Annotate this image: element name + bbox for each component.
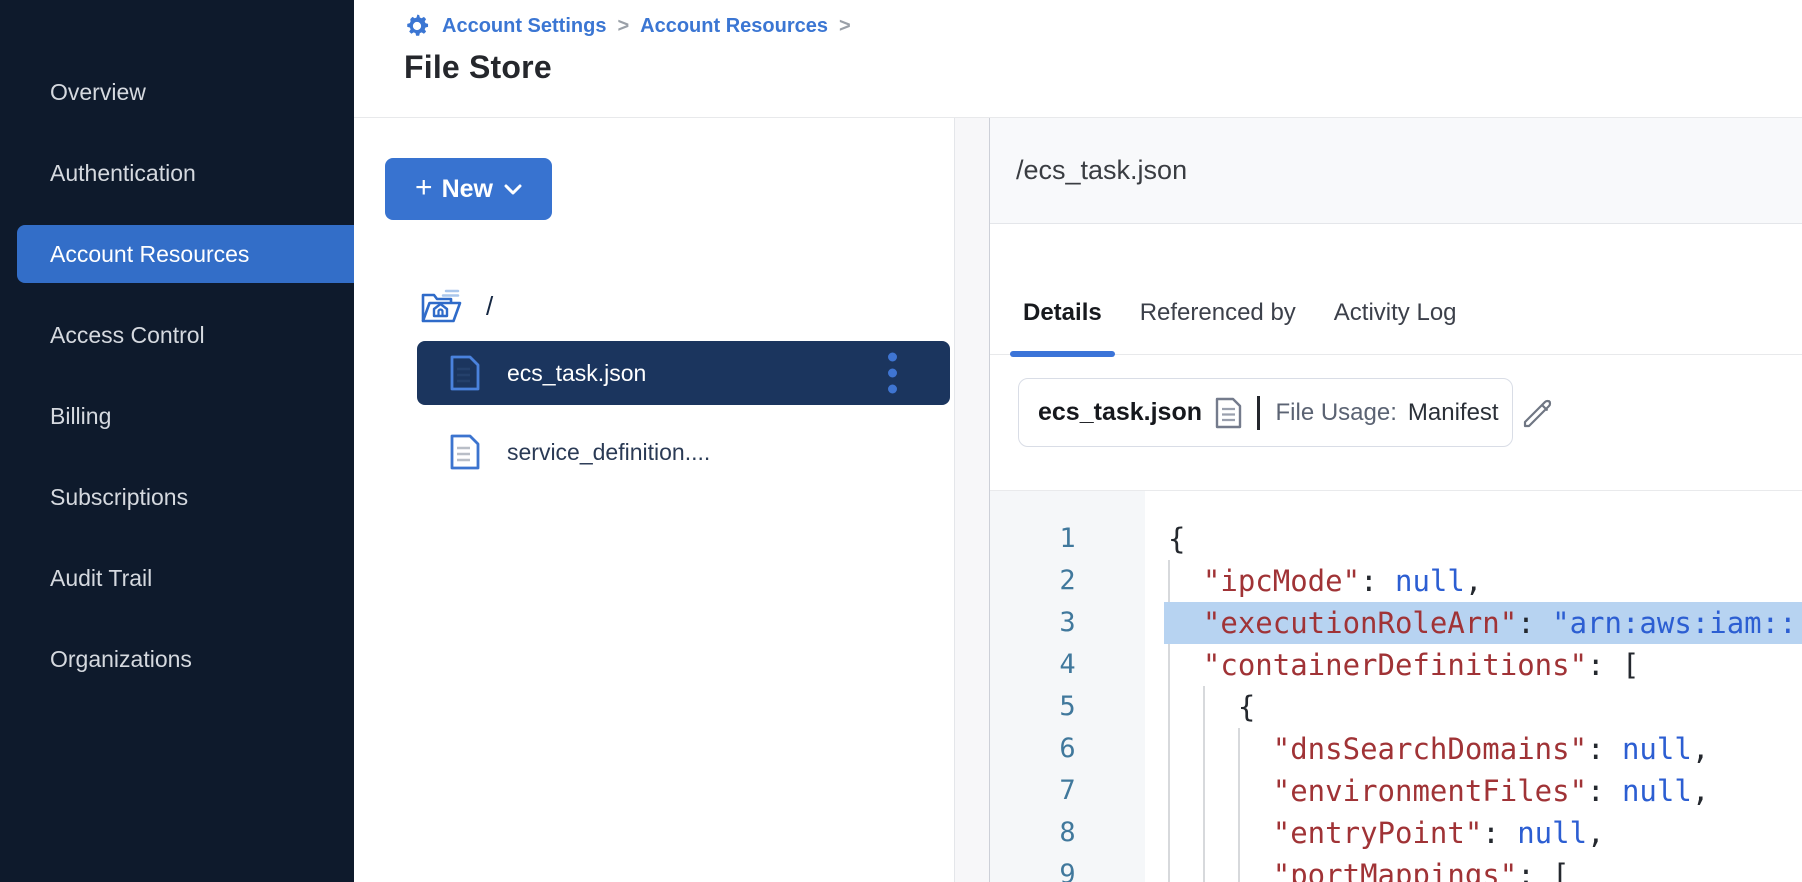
kebab-menu-icon[interactable]: [888, 346, 898, 401]
new-button[interactable]: + New: [385, 158, 552, 220]
page-header: Account Settings > Account Resources > F…: [354, 0, 1802, 118]
sidebar-item-overview[interactable]: Overview: [50, 79, 146, 105]
line-number: 6: [1059, 733, 1076, 764]
file-row-ecs-task[interactable]: ecs_task.json: [417, 341, 950, 405]
line-number: 8: [1059, 817, 1076, 848]
code-line-8: "entryPoint": null,: [1272, 816, 1605, 850]
code-line-6: "dnsSearchDomains": null,: [1272, 732, 1710, 766]
file-name: service_definition....: [507, 438, 711, 465]
sidebar-item-account-resources[interactable]: Account Resources: [17, 225, 354, 283]
panel-divider: [955, 118, 990, 882]
gear-icon: [407, 14, 429, 36]
line-number: 1: [1059, 523, 1076, 554]
file-list: ecs_task.json service_definition....: [354, 341, 954, 484]
sidebar-item-access-control[interactable]: Access Control: [50, 322, 205, 348]
plus-icon: +: [415, 170, 433, 204]
code-line-9: "portMappings": [: [1272, 858, 1570, 882]
breadcrumb-account-settings[interactable]: Account Settings: [442, 14, 607, 37]
vertical-divider: [1257, 395, 1260, 430]
code-line-5: {: [1168, 690, 1256, 724]
tab-activity-log[interactable]: Activity Log: [1333, 299, 1457, 326]
detail-tabs: Details Referenced by Activity Log: [990, 224, 1802, 357]
file-info-card: ecs_task.json File Usage: Manifest: [1018, 378, 1551, 447]
file-row-service-definition[interactable]: service_definition....: [417, 420, 950, 484]
document-icon: [1215, 397, 1242, 428]
chevron-down-icon: [504, 184, 522, 194]
line-number: 4: [1059, 649, 1076, 680]
line-number: 2: [1059, 565, 1076, 596]
code-line-1: {: [1168, 522, 1186, 556]
indent-guide: [1202, 686, 1205, 882]
root-folder-row[interactable]: /: [420, 286, 954, 326]
file-usage-label: File Usage:: [1275, 398, 1397, 426]
sidebar-item-subscriptions[interactable]: Subscriptions: [50, 484, 189, 510]
breadcrumb-account-resources[interactable]: Account Resources: [640, 14, 828, 37]
edit-pencil-icon[interactable]: [1521, 396, 1555, 430]
breadcrumb-separator: >: [838, 14, 851, 37]
line-number: 5: [1059, 691, 1076, 722]
file-detail-panel: /ecs_task.json Details Referenced by Activ…: [990, 118, 1802, 882]
code-line-7: "environmentFiles": null,: [1272, 774, 1710, 808]
sidebar-item-authentication[interactable]: Authentication: [50, 160, 196, 186]
file-path-header: /ecs_task.json: [990, 118, 1802, 224]
home-folder-icon: [421, 289, 462, 323]
file-usage-value: Manifest: [1407, 398, 1499, 426]
sidebar-item-billing[interactable]: Billing: [50, 403, 112, 429]
new-button-label: New: [441, 174, 493, 203]
root-folder-label: /: [486, 290, 494, 321]
line-number: 9: [1059, 859, 1076, 882]
sidebar-item-audit-trail[interactable]: Audit Trail: [50, 565, 153, 591]
sidebar-item-organizations[interactable]: Organizations: [50, 646, 192, 672]
indent-guide: [1237, 728, 1240, 882]
page-title: File Store: [404, 49, 552, 85]
content-row: + New /: [354, 118, 1802, 882]
tab-referenced-by[interactable]: Referenced by: [1139, 299, 1296, 326]
file-panel: + New /: [354, 118, 955, 882]
line-number: 3: [1059, 607, 1076, 638]
tab-details[interactable]: Details: [1010, 299, 1115, 357]
line-number: 7: [1059, 775, 1076, 806]
code-line-4: "containerDefinitions": [: [1202, 648, 1640, 682]
breadcrumb: Account Settings > Account Resources >: [404, 10, 1802, 42]
code-line-3: "executionRoleArn": "arn:aws:iam::: [1145, 602, 1802, 644]
file-card-filename: ecs_task.json: [1038, 398, 1202, 426]
indent-guide: [1168, 560, 1170, 882]
active-tab-underline: [1010, 351, 1115, 357]
code-line-2: "ipcMode": null,: [1202, 564, 1483, 598]
file-name: ecs_task.json: [507, 359, 647, 386]
file-icon: [450, 355, 480, 391]
code-line-number-gutter: 1 2 3 4 5 6 7 8 9: [990, 491, 1145, 882]
breadcrumb-separator: >: [617, 14, 630, 37]
file-icon: [450, 434, 480, 470]
code-viewer[interactable]: 1 2 3 4 5 6 7 8 9 { "ipcMode": null, "executionR…: [990, 490, 1802, 882]
main-area: Account Settings > Account Resources > F…: [354, 0, 1802, 882]
